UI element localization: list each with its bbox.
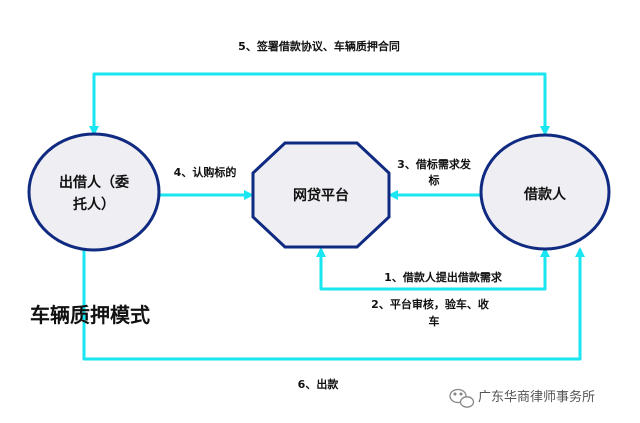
arrow-step6: [82, 247, 585, 361]
arrow-step5-to-lender: [89, 72, 320, 136]
lender-label-line1: 出借人（委: [59, 174, 129, 191]
step4-label: 4、认购标的: [174, 165, 237, 179]
step2-label-line2: 车: [429, 314, 440, 328]
step1-label: 1、借款人提出借款需求: [384, 270, 503, 284]
step6-label: 6、出款: [298, 377, 340, 391]
node-platform: 网贷平台: [251, 141, 391, 249]
arrow-step1-2-to-platform: [316, 247, 430, 291]
watermark: 广东华商律师事务所: [449, 388, 595, 408]
step3-label-line1: 3、借标需求发: [397, 157, 472, 171]
wechat-icon: [449, 388, 475, 408]
step5-label: 5、签署借款协议、车辆质押合同: [238, 39, 400, 53]
node-lender: 出借人（委 托人）: [27, 132, 161, 252]
node-borrower: 借款人: [479, 133, 611, 251]
step2-label-line1: 2、平台审核，验车、收: [371, 297, 489, 311]
step3-label-line2: 标: [428, 173, 440, 187]
platform-label: 网贷平台: [293, 187, 349, 204]
borrower-label: 借款人: [523, 186, 567, 203]
arrow-step1-2-to-borrower: [430, 247, 550, 291]
arrow-step5-to-borrower: [320, 72, 550, 136]
diagram-title: 车辆质押模式: [30, 303, 150, 327]
connectors: [82, 72, 585, 361]
lender-label-line2: 托人）: [73, 196, 115, 213]
watermark-text: 广东华商律师事务所: [478, 389, 595, 405]
